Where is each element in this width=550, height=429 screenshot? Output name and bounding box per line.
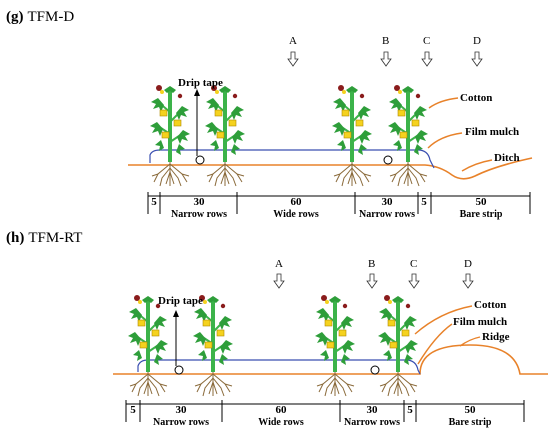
- cotton-plant: [127, 294, 169, 397]
- drip-tape-icon: [174, 365, 184, 375]
- dim-2-value: 30: [176, 404, 188, 416]
- position-a-arrow: [287, 51, 299, 67]
- cotton-plant: [149, 84, 191, 187]
- panel-name: TFM-D: [28, 9, 75, 25]
- cotton-leader: [428, 97, 459, 109]
- position-d-label: D: [473, 35, 481, 47]
- dim-1-value: 5: [130, 404, 136, 416]
- dim-4-value: 30: [367, 404, 379, 416]
- cotton-leader: [414, 305, 473, 335]
- position-a-arrow: [273, 273, 285, 289]
- arrowhead-icon: [194, 89, 200, 96]
- position-d-arrow: [462, 273, 474, 289]
- soil-surface: [113, 344, 548, 375]
- dimension-line: [125, 400, 525, 422]
- dim-6-text: Bare strip: [449, 417, 492, 428]
- position-c-label: C: [423, 35, 430, 47]
- film-mulch: [137, 359, 421, 375]
- position-c-arrow: [408, 273, 420, 289]
- cotton-plant: [387, 84, 429, 187]
- dim-2-text: Narrow rows: [171, 209, 227, 220]
- position-a-label: A: [289, 35, 297, 47]
- position-b-arrow: [380, 51, 392, 67]
- position-c-arrow: [421, 51, 433, 67]
- dim-3-value: 60: [291, 196, 303, 208]
- dim-3-text: Wide rows: [258, 417, 304, 428]
- panel-letter: (h): [6, 230, 24, 246]
- dim-3-value: 60: [276, 404, 288, 416]
- ditch-label: Ditch: [494, 152, 520, 164]
- dim-6-value: 50: [476, 196, 488, 208]
- dim-4-text: Narrow rows: [359, 209, 415, 220]
- dim-2-text: Narrow rows: [153, 417, 209, 428]
- cotton-plant: [192, 294, 234, 397]
- dim-4-value: 30: [382, 196, 394, 208]
- position-b-arrow: [366, 273, 378, 289]
- position-d-arrow: [471, 51, 483, 67]
- dim-6-text: Bare strip: [460, 209, 503, 220]
- dim-3-text: Wide rows: [273, 209, 319, 220]
- panel-g: (g)TFM-D A B C D Drip tape Cotton Film m…: [6, 9, 533, 220]
- drip-tape-label: Drip tape: [178, 77, 223, 89]
- dimension-line: [147, 192, 531, 214]
- dim-1-value: 5: [151, 196, 157, 208]
- drip-tape-icon: [370, 365, 380, 375]
- film-mulch-leader: [417, 323, 453, 365]
- cotton-plant: [204, 84, 246, 187]
- position-d-label: D: [464, 258, 472, 270]
- drip-tape-label: Drip tape: [158, 295, 203, 307]
- dim-5-value: 5: [407, 404, 413, 416]
- position-c-label: C: [410, 258, 417, 270]
- cotton-plant: [314, 294, 356, 397]
- drip-tape-icon: [195, 155, 205, 165]
- cotton-plant: [377, 294, 419, 397]
- ridge-leader: [459, 336, 481, 347]
- panel-title: (g)TFM-D: [6, 9, 74, 25]
- arrowhead-icon: [173, 310, 179, 317]
- cotton-label: Cotton: [474, 299, 506, 311]
- dim-4-text: Narrow rows: [344, 417, 400, 428]
- dim-5-value: 5: [421, 196, 427, 208]
- panel-name: TFM-RT: [28, 230, 82, 246]
- position-b-label: B: [382, 35, 389, 47]
- drip-tape-icon: [383, 155, 393, 165]
- cotton-label: Cotton: [460, 92, 492, 104]
- panel-title: (h)TFM-RT: [6, 230, 82, 246]
- dim-2-value: 30: [194, 196, 206, 208]
- ridge-label: Ridge: [482, 331, 510, 343]
- panel-h: (h)TFM-RT A B C D Drip tape Cotton Film …: [6, 230, 548, 428]
- film-mulch-label: Film mulch: [465, 126, 519, 138]
- film-mulch-label: Film mulch: [453, 316, 507, 328]
- panel-letter: (g): [6, 9, 24, 25]
- dim-6-value: 50: [465, 404, 477, 416]
- film-mulch: [149, 149, 435, 169]
- cotton-plant: [331, 84, 373, 187]
- position-a-label: A: [275, 258, 283, 270]
- position-b-label: B: [368, 258, 375, 270]
- film-mulch-leader: [427, 132, 463, 149]
- ditch-leader: [461, 159, 493, 172]
